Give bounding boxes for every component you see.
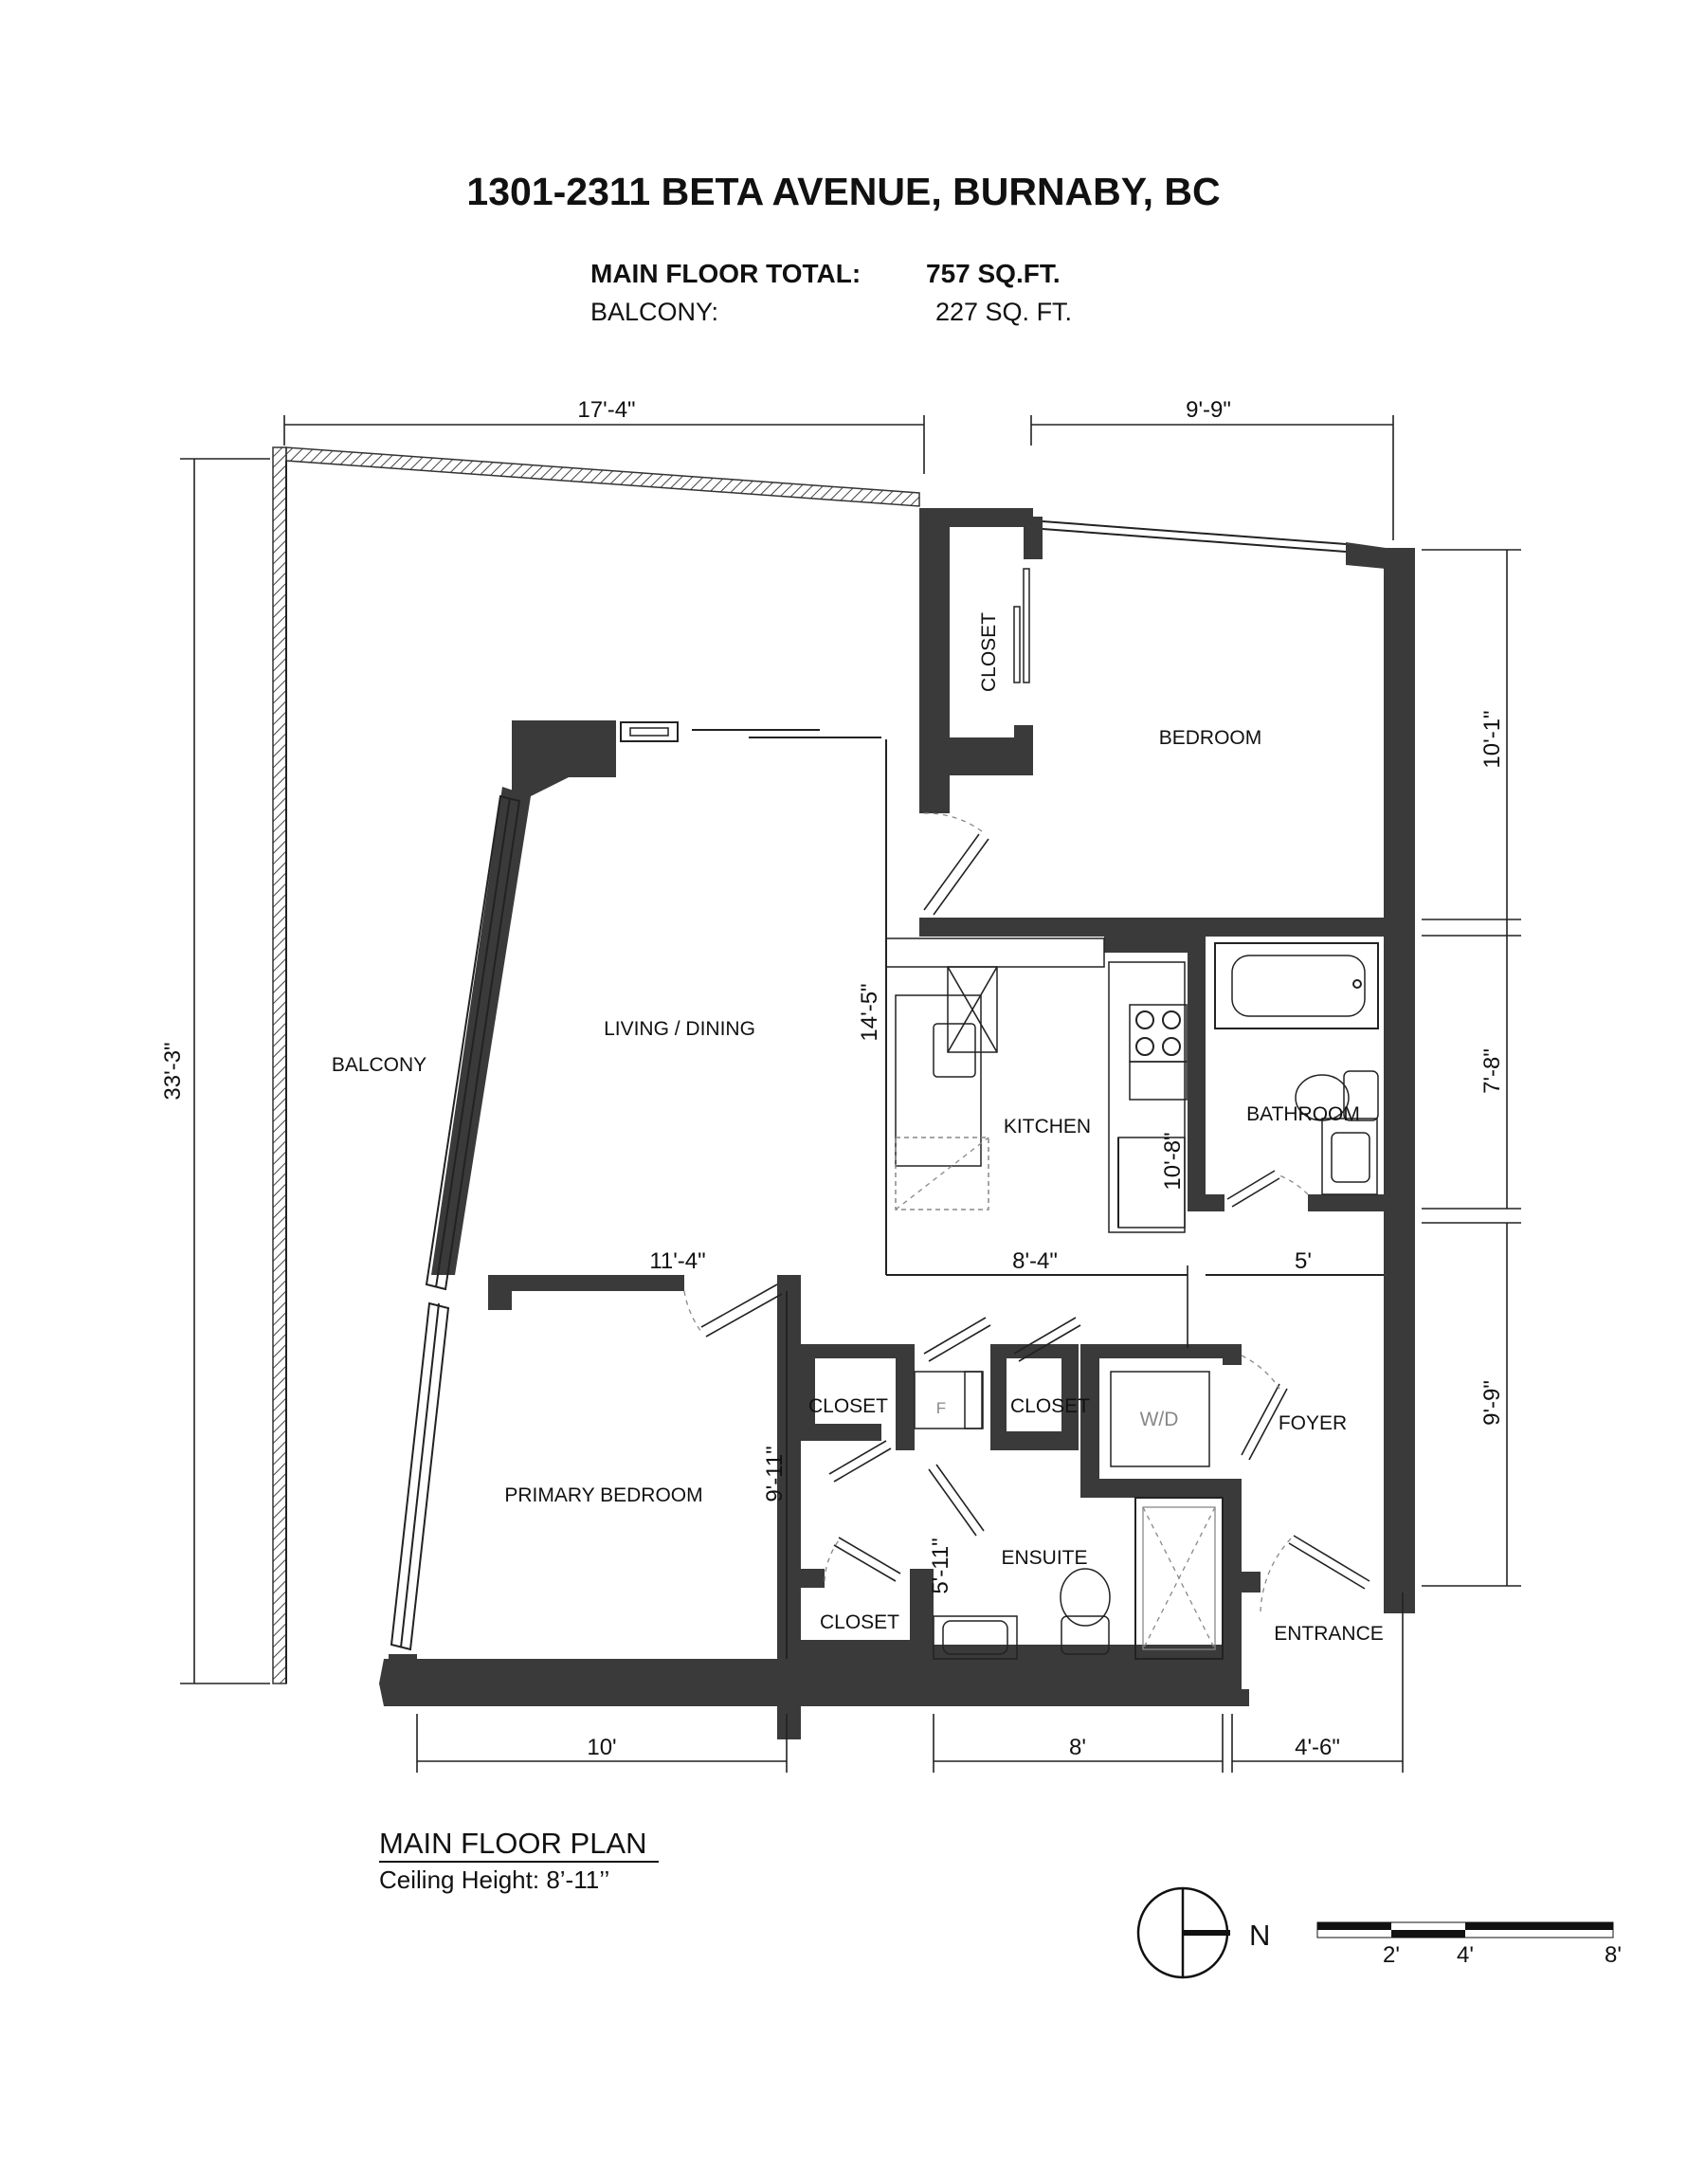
washer-dryer-label: W/D bbox=[1140, 1409, 1179, 1430]
dim-bottom-ensuite: 8' bbox=[1069, 1735, 1086, 1760]
room-closet-2: CLOSET bbox=[1010, 1395, 1090, 1417]
fridge-label: F bbox=[936, 1399, 946, 1417]
scale-label-4: 4' bbox=[1457, 1942, 1474, 1968]
room-foyer: FOYER bbox=[1279, 1412, 1347, 1434]
room-bedroom: BEDROOM bbox=[1159, 727, 1262, 749]
dim-bottom-primary: 10' bbox=[587, 1735, 616, 1760]
kitchen-fixtures bbox=[885, 937, 1188, 1233]
room-entrance: ENTRANCE bbox=[1274, 1623, 1384, 1645]
room-living-dining: LIVING / DINING bbox=[604, 1018, 755, 1040]
dim-ensuite-height: 5'-11" bbox=[928, 1538, 953, 1593]
room-closet-1: CLOSET bbox=[808, 1395, 888, 1417]
dim-mid-living: 11'-4" bbox=[649, 1248, 705, 1274]
doors bbox=[683, 812, 1370, 1612]
dim-top-right: 9'-9" bbox=[1186, 397, 1231, 423]
room-kitchen: KITCHEN bbox=[1004, 1116, 1091, 1138]
scale-label-8: 8' bbox=[1605, 1942, 1622, 1968]
dim-right-foyer: 9'-9" bbox=[1479, 1380, 1505, 1426]
closet-sliding-door bbox=[1013, 568, 1030, 683]
dim-kitchen-depth: 10'-8" bbox=[1160, 1132, 1186, 1190]
windows bbox=[390, 520, 1347, 1651]
room-ensuite: ENSUITE bbox=[1001, 1547, 1087, 1569]
scale-bar bbox=[1316, 1921, 1614, 1938]
dim-right-bath: 7'-8" bbox=[1479, 1048, 1505, 1094]
room-primary-bedroom: PRIMARY BEDROOM bbox=[504, 1484, 702, 1506]
room-closet-3: CLOSET bbox=[820, 1611, 899, 1633]
main-floor-value: 757 SQ.FT. bbox=[926, 259, 1061, 288]
balcony-area bbox=[272, 446, 920, 1684]
dim-right-bedroom: 10'-1" bbox=[1479, 710, 1505, 768]
bathroom-fixtures bbox=[1214, 942, 1379, 1195]
ensuite-fixtures bbox=[933, 1497, 1224, 1660]
north-label: N bbox=[1249, 1919, 1270, 1952]
main-floor-label: MAIN FLOOR TOTAL: bbox=[590, 259, 861, 288]
ceiling-height: Ceiling Height: 8’-11’’ bbox=[379, 1866, 609, 1894]
room-closet-top: CLOSET bbox=[978, 612, 1000, 692]
balcony-value: 227 SQ. FT. bbox=[935, 298, 1072, 326]
dim-mid-bath: 5' bbox=[1295, 1248, 1312, 1274]
room-balcony: BALCONY bbox=[332, 1054, 426, 1076]
appliances bbox=[914, 1371, 1210, 1467]
dim-left-overall: 33'-3" bbox=[160, 1042, 186, 1100]
room-bathroom: BATHROOM bbox=[1246, 1103, 1360, 1125]
address-title: 1301-2311 BETA AVENUE, BURNABY, BC bbox=[466, 170, 1220, 213]
walls bbox=[379, 508, 1415, 1739]
dim-mid-kitchen: 8'-4" bbox=[1012, 1248, 1058, 1274]
interior-lines bbox=[786, 739, 1384, 1659]
dim-bottom-entrance: 4'-6" bbox=[1295, 1735, 1340, 1760]
balcony-label: BALCONY: bbox=[590, 298, 718, 326]
dim-kitchen-height: 14'-5" bbox=[857, 983, 882, 1041]
dim-top-left: 17'-4" bbox=[577, 397, 635, 423]
dim-primary-height: 9'-11" bbox=[762, 1446, 788, 1502]
plan-title: MAIN FLOOR PLAN bbox=[379, 1827, 647, 1860]
dimension-lines bbox=[180, 415, 1521, 1773]
north-arrow-icon bbox=[1136, 1886, 1230, 1979]
scale-label-2: 2' bbox=[1383, 1942, 1400, 1968]
